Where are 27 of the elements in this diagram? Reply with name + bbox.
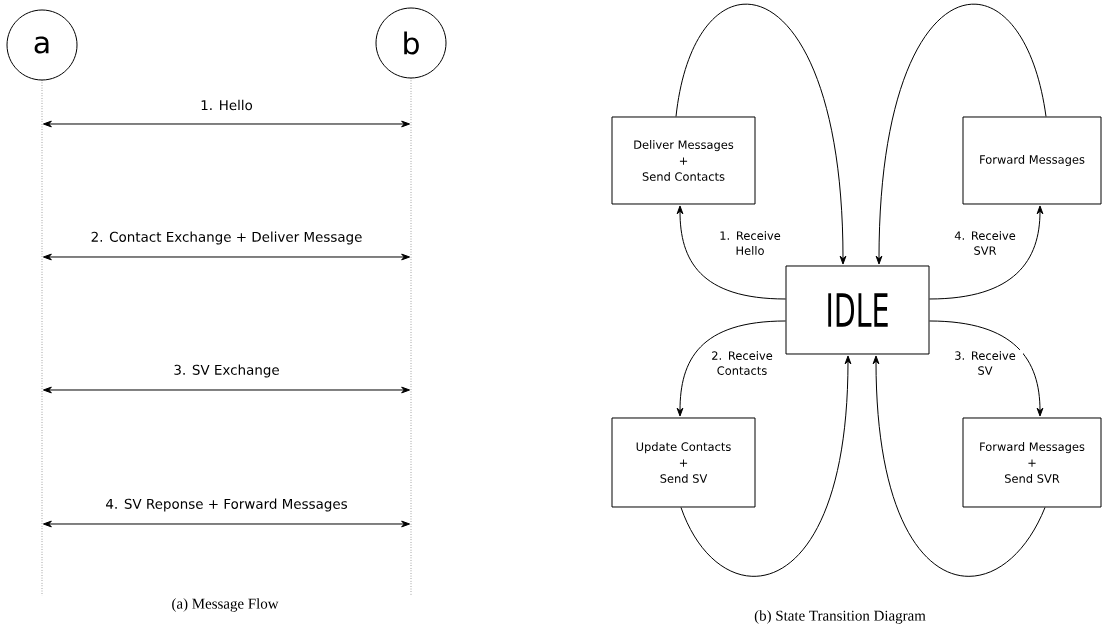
arrow <box>42 253 411 261</box>
arrow <box>42 386 411 394</box>
state-box: Forward Messages + Send SVR <box>962 417 1102 508</box>
state-box: Update Contacts + Send SV <box>611 417 756 508</box>
edge-label: 2. Receive Contacts <box>704 350 780 376</box>
state-box: Forward Messages <box>962 116 1102 205</box>
caption: (b) State Transition Diagram <box>754 610 926 624</box>
edge-label: 4. Receive SVR <box>947 230 1023 256</box>
edge-label: 3. Receive SV <box>947 350 1023 376</box>
edge-label: 4. SV Reponse + Forward Messages <box>104 497 349 513</box>
arrow <box>680 355 852 577</box>
arrow <box>929 320 1044 417</box>
arrow <box>42 120 411 128</box>
arrow <box>42 520 411 528</box>
edge-label: 1. Receive Hello <box>712 230 788 256</box>
arrow <box>676 320 786 417</box>
arrow <box>872 355 1046 577</box>
caption: (a) Message Flow <box>172 598 279 612</box>
arrow <box>675 3 847 265</box>
state-box: Deliver Messages + Send Contacts <box>611 116 756 205</box>
state-box: IDLE <box>785 265 930 355</box>
arrow <box>676 205 786 300</box>
arrow <box>929 205 1044 300</box>
edge-label: 2. Contact Exchange + Deliver Message <box>89 230 364 246</box>
edge-label: 3. SV Exchange <box>172 363 281 379</box>
arrow <box>875 3 1047 265</box>
edge-label: 1. Hello <box>199 98 254 112</box>
